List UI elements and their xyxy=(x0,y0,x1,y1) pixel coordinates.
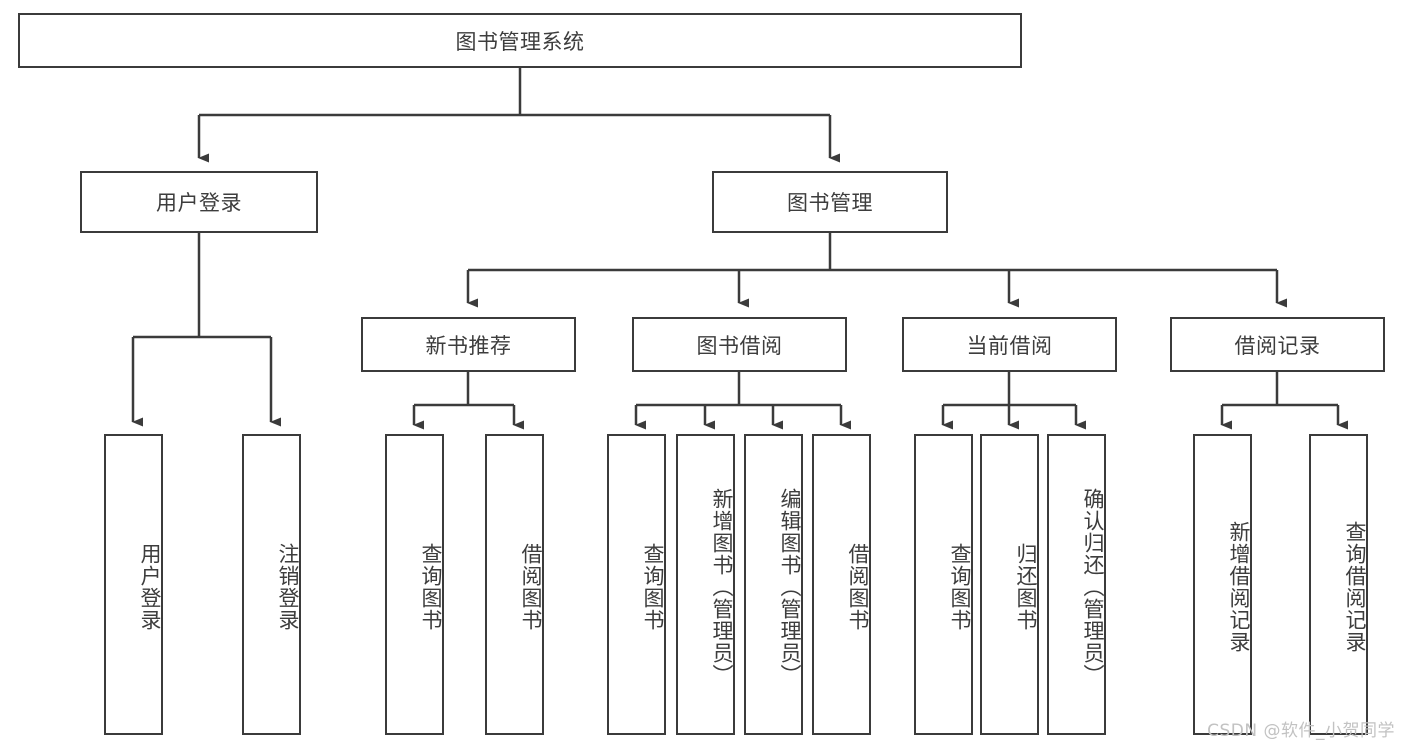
csdn-watermark: CSDN @软件_小贺同学 xyxy=(1207,721,1395,741)
node-user-login[interactable]: 用户登录 xyxy=(80,171,318,233)
node-root-book-management-system[interactable]: 图书管理系统 xyxy=(18,13,1022,68)
leaf-query-books-current[interactable]: 查询图书 xyxy=(914,434,973,735)
node-label: 借阅图书 xyxy=(846,542,870,631)
node-label: 归还图书 xyxy=(1014,542,1038,631)
node-label: 查询图书 xyxy=(419,542,443,631)
node-label: 查询借阅记录 xyxy=(1343,520,1367,653)
node-label: 新增借阅记录 xyxy=(1227,520,1251,653)
leaf-add-borrow-record[interactable]: 新增借阅记录 xyxy=(1193,434,1252,735)
node-label: 图书管理系统 xyxy=(455,29,585,54)
leaf-query-borrow-record[interactable]: 查询借阅记录 xyxy=(1309,434,1368,735)
node-book-management[interactable]: 图书管理 xyxy=(712,171,948,233)
node-label: 新书推荐 xyxy=(425,333,512,358)
node-label: 借阅记录 xyxy=(1234,333,1321,358)
node-label: 图书管理 xyxy=(787,191,873,215)
node-label: 注销登录 xyxy=(276,542,300,631)
node-label: 用户登录 xyxy=(156,191,242,215)
leaf-query-books-newbook[interactable]: 查询图书 xyxy=(385,434,444,735)
node-label: 当前借阅 xyxy=(966,333,1053,358)
leaf-add-book-admin[interactable]: 新增图书（管理员） xyxy=(676,434,735,735)
node-label: 查询图书 xyxy=(948,542,972,631)
node-book-borrowing[interactable]: 图书借阅 xyxy=(632,317,847,372)
leaf-edit-book-admin[interactable]: 编辑图书（管理员） xyxy=(744,434,803,735)
node-current-borrowing[interactable]: 当前借阅 xyxy=(902,317,1117,372)
node-label: 新增图书（管理员） xyxy=(710,487,734,686)
leaf-confirm-return-admin[interactable]: 确认归还（管理员） xyxy=(1047,434,1106,735)
leaf-user-login[interactable]: 用户登录 xyxy=(104,434,163,735)
leaf-borrow-books-newbook[interactable]: 借阅图书 xyxy=(485,434,544,735)
leaf-return-books[interactable]: 归还图书 xyxy=(980,434,1039,735)
leaf-borrow-books[interactable]: 借阅图书 xyxy=(812,434,871,735)
node-label: 查询图书 xyxy=(641,542,665,631)
leaf-query-books-borrow[interactable]: 查询图书 xyxy=(607,434,666,735)
leaf-logout[interactable]: 注销登录 xyxy=(242,434,301,735)
node-borrow-records[interactable]: 借阅记录 xyxy=(1170,317,1385,372)
node-label: 图书借阅 xyxy=(696,333,783,358)
node-label: 编辑图书（管理员） xyxy=(778,487,802,686)
node-label: 用户登录 xyxy=(138,542,162,631)
node-new-book-recommendation[interactable]: 新书推荐 xyxy=(361,317,576,372)
node-label: 确认归还（管理员） xyxy=(1081,487,1105,686)
node-label: 借阅图书 xyxy=(519,542,543,631)
